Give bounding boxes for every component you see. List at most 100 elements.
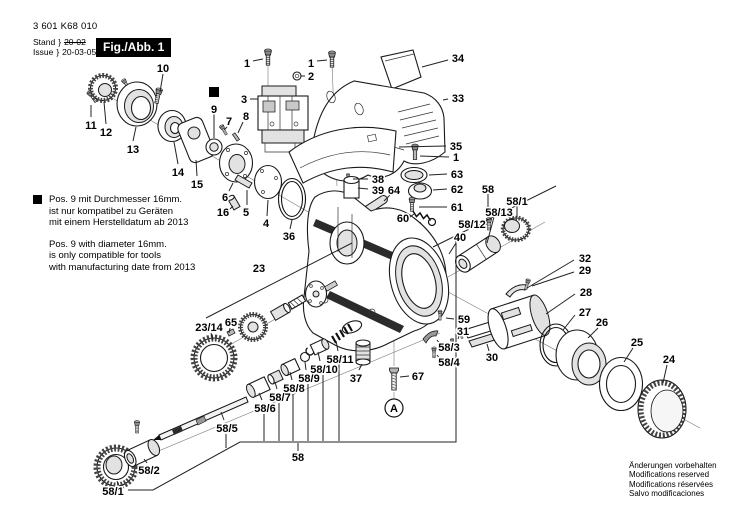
part-label-58: 58 — [482, 184, 494, 196]
note-marker-square-icon — [209, 87, 219, 97]
figure-badge: Fig./Abb. 1 — [96, 38, 172, 57]
part-label-58/10: 58/10 — [310, 364, 338, 376]
leader-line — [317, 351, 321, 362]
leader-line — [587, 327, 599, 339]
part-label-58/1: 58/1 — [506, 196, 527, 208]
part-label-24: 24 — [663, 354, 676, 366]
leader-line — [289, 219, 293, 230]
part-label-58/8: 58/8 — [283, 383, 304, 395]
part-label-39: 39 — [372, 185, 384, 197]
part-label-58/3: 58/3 — [438, 342, 459, 354]
part-screw-67 — [389, 367, 399, 391]
leader-line — [442, 98, 449, 101]
note-de-line: ist nur kompatibel zu Geräten — [49, 205, 174, 217]
leader-line — [432, 188, 448, 191]
part-label-40: 40 — [454, 232, 466, 244]
leader-line — [173, 141, 179, 165]
leader-line — [195, 159, 198, 177]
leader-line — [421, 59, 449, 68]
leader-line — [274, 381, 278, 390]
part-label-14: 14 — [172, 167, 185, 179]
part-label-25: 25 — [631, 337, 643, 349]
leader-line — [526, 259, 575, 289]
part-label-15: 15 — [191, 179, 203, 191]
part-label-58/12: 58/12 — [458, 219, 486, 231]
footer-line: Modifications réservées — [629, 479, 714, 489]
part-label-2: 2 — [308, 71, 314, 83]
part-spring — [331, 323, 353, 344]
brace: } — [56, 46, 60, 57]
footer-line: Änderungen vorbehalten — [629, 461, 717, 470]
part-label-36: 36 — [283, 231, 295, 243]
note-en-line: Pos. 9 with diameter 16mm. — [49, 238, 167, 250]
leader-line — [398, 145, 447, 148]
part-label-67: 67 — [412, 371, 424, 383]
leader-line — [266, 199, 269, 217]
leader-line — [483, 223, 488, 226]
leader-line — [428, 173, 448, 176]
part-label-6: 6 — [222, 192, 228, 204]
part-label-31: 31 — [457, 326, 469, 338]
part-label-64: 64 — [388, 185, 401, 197]
group-brackets — [128, 185, 557, 491]
leader-line — [357, 187, 369, 190]
leader-line — [258, 392, 263, 401]
part-eyepiece-group — [86, 73, 307, 221]
part-label-1: 1 — [453, 152, 459, 164]
leader-line — [531, 271, 575, 287]
part-label-9: 9 — [211, 104, 217, 116]
part-label-62: 62 — [451, 184, 463, 196]
part-label-38: 38 — [372, 174, 384, 186]
part-label-63: 63 — [451, 169, 463, 181]
part-compensator-assembly — [257, 48, 336, 153]
footer-line: Modifications reserved — [629, 470, 710, 480]
part-label-58/11: 58/11 — [327, 354, 354, 366]
document-part-number: 3 601 K68 010 — [33, 21, 98, 32]
leader-line — [486, 216, 495, 244]
leader-line — [358, 363, 363, 371]
leader-line — [623, 347, 634, 363]
part-objective-chain — [437, 278, 687, 439]
note-en-line: with manufacturing date from 2013 — [49, 261, 196, 273]
part-label-34: 34 — [452, 53, 465, 65]
part-label-60: 60 — [397, 213, 409, 225]
note-square-icon — [33, 195, 42, 204]
leader-line — [409, 213, 415, 218]
leader-line — [448, 242, 457, 255]
part-focus-gear-group — [190, 280, 338, 382]
leader-line — [228, 327, 231, 334]
leader-line — [419, 155, 450, 158]
part-label-23: 23 — [253, 263, 265, 275]
leader-line — [457, 335, 460, 340]
leader-line — [159, 73, 164, 93]
modifications-reserved-note: Änderungen vorbehalten Modifications res… — [629, 461, 717, 499]
leader-line — [383, 194, 391, 202]
part-label-33: 33 — [452, 93, 464, 105]
leader-line — [545, 293, 576, 315]
part-label-5: 5 — [243, 207, 249, 219]
part-label-29: 29 — [579, 265, 591, 277]
leader-line — [304, 361, 307, 371]
note-en-line: is only compatible for tools — [49, 250, 161, 261]
leader-line — [316, 59, 328, 62]
part-label-28: 28 — [580, 287, 592, 299]
leader-line — [223, 126, 228, 131]
part-label-11: 11 — [85, 120, 97, 132]
leader-line — [237, 121, 244, 134]
old-date: 20-02 — [64, 37, 86, 47]
leader-line — [436, 339, 441, 345]
part-main-housing — [302, 175, 450, 352]
leader-line — [103, 101, 107, 125]
part-label-1: 1 — [308, 58, 314, 70]
part-label-58: 58 — [292, 452, 304, 464]
part-label-58/13: 58/13 — [485, 207, 513, 219]
leader-line — [228, 182, 234, 192]
leader-line — [289, 371, 293, 381]
leader-line — [445, 317, 455, 320]
part-housing-cover — [288, 49, 446, 184]
note-de-line: mit einem Herstelldatum ab 2013 — [49, 217, 189, 228]
brace: } — [58, 37, 62, 47]
part-label-10: 10 — [157, 63, 169, 75]
